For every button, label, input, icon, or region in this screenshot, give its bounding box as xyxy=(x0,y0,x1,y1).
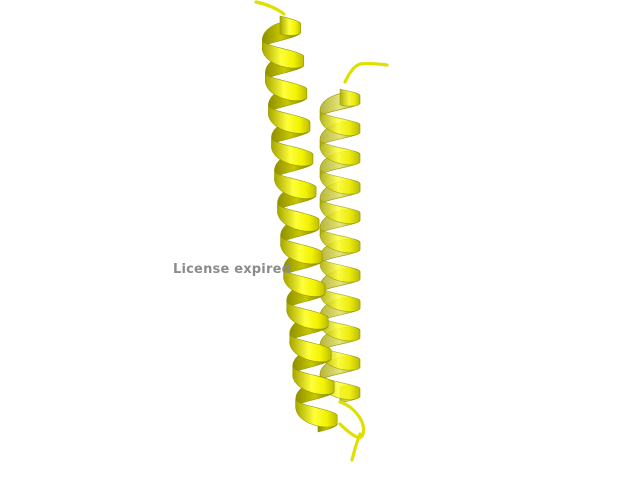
ribbon-front-segment xyxy=(277,203,320,232)
ribbon-front-segment xyxy=(286,301,329,330)
coil-c-terminus xyxy=(350,432,362,462)
helix-2 xyxy=(319,88,361,404)
ribbon-front-segment xyxy=(319,140,361,166)
coil-n-terminus-helix-1 xyxy=(254,0,286,16)
coil-segments xyxy=(254,0,389,462)
ribbon-front-segment xyxy=(289,334,332,363)
ribbon-front-segment xyxy=(319,256,361,283)
ribbon-front-segment xyxy=(295,399,338,428)
ribbon-front-segment xyxy=(319,169,361,195)
ribbon-front-segment xyxy=(274,171,317,199)
ribbon-front-segment xyxy=(319,228,361,254)
ribbon-front-segment xyxy=(265,72,308,101)
helix-1 xyxy=(262,15,338,433)
license-watermark: License expired xyxy=(173,262,292,277)
ribbon-front-segment xyxy=(280,236,323,265)
ribbon-front-segment xyxy=(319,198,361,224)
ribbon-front-segment xyxy=(319,110,361,136)
ribbon-front-segment xyxy=(319,286,361,312)
ribbon-front-segment xyxy=(319,316,361,342)
ribbon-front-segment xyxy=(339,88,361,107)
ribbon-front-segment xyxy=(292,367,335,395)
ribbon-front-segment xyxy=(283,269,326,297)
coil-terminus-helix-2 xyxy=(343,61,389,84)
ribbon-front-segment xyxy=(268,106,311,134)
ribbon-front-segment xyxy=(279,15,302,36)
ribbon-front-segment xyxy=(271,138,314,167)
ribbon-front-segment xyxy=(262,40,305,69)
coil-loop-bottom xyxy=(338,400,366,440)
